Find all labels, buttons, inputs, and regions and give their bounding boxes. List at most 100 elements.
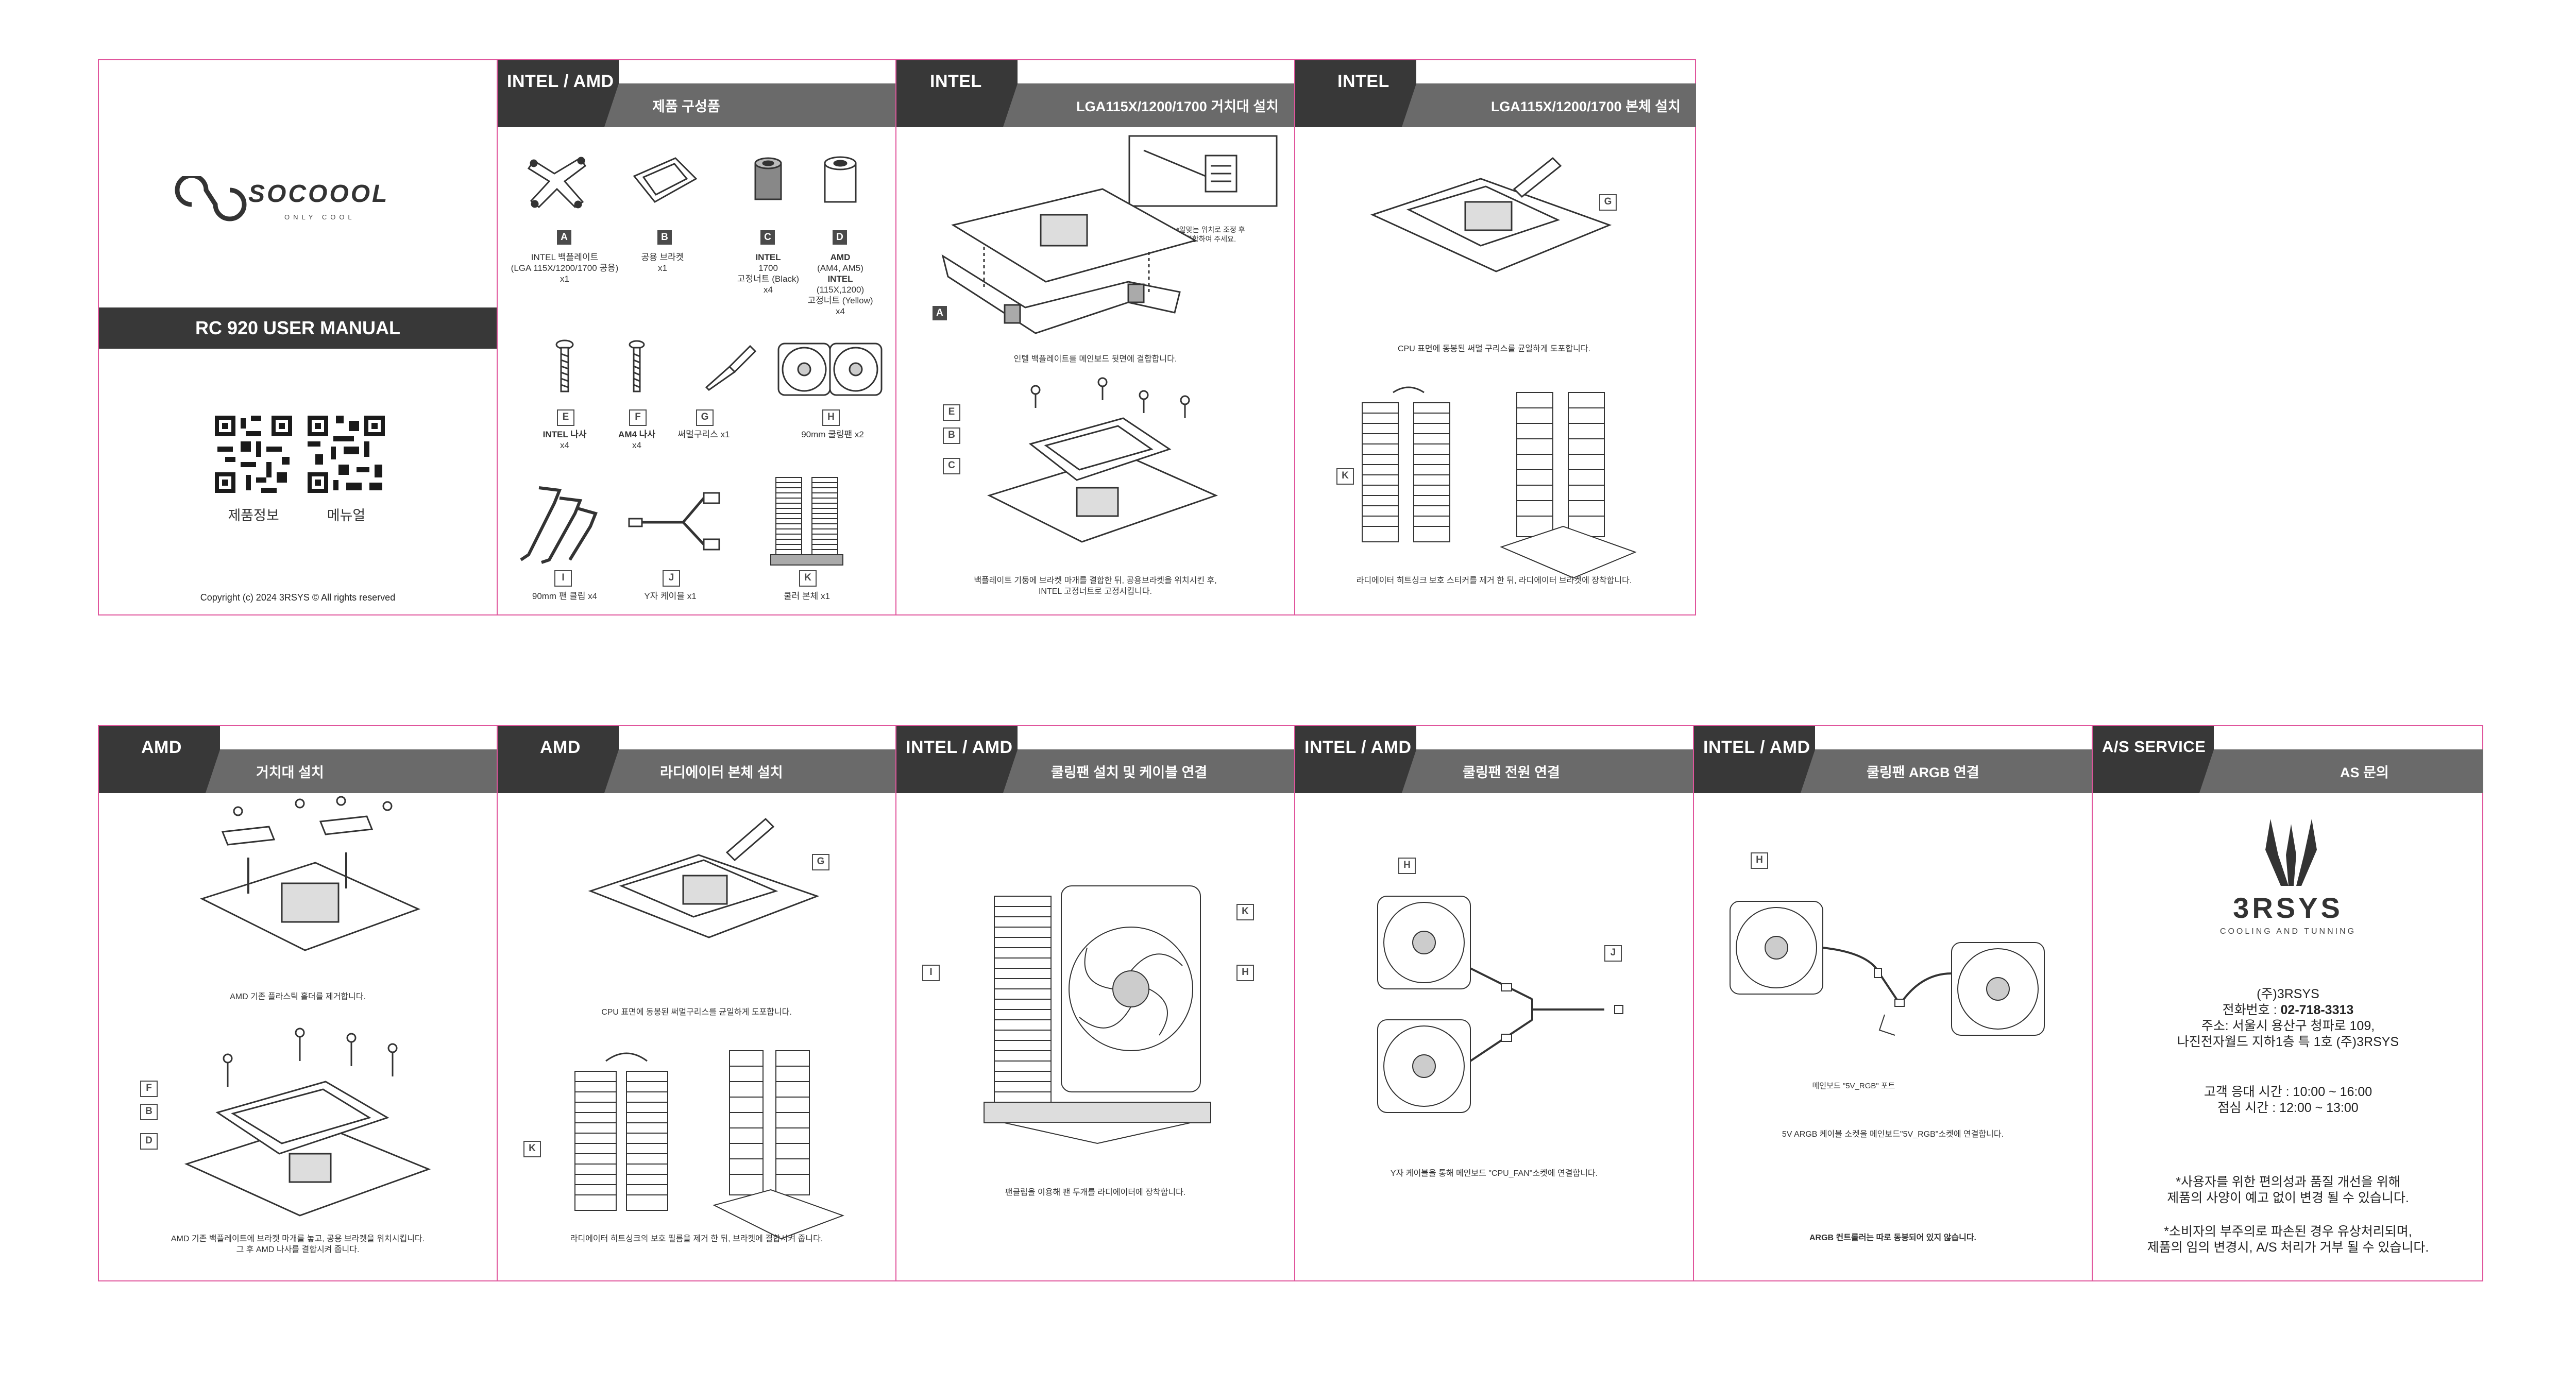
header-title: 제품 구성품 — [652, 99, 720, 114]
qr2-label: 메뉴얼 — [327, 508, 366, 523]
component-letter-f: F — [629, 409, 647, 426]
step-letter-c: C — [943, 458, 960, 474]
cooler-body-illustration — [770, 477, 843, 566]
amd-body-caption-2: 라디에이터 히트싱크의 보호 필름을 제거 한 뒤, 브라켓에 결합시켜 줍니다… — [570, 1235, 823, 1243]
brand-name: SOCOOOL — [248, 180, 389, 208]
manual-title: RC 920 USER MANUAL — [99, 307, 497, 349]
step-letter-h: H — [1398, 858, 1416, 874]
amd-holder-removal-illustration — [200, 796, 420, 951]
header-tag: INTEL / AMD — [906, 738, 1013, 757]
component-d-caption: AMD(AM4, AM5)INTEL(115X,1200)고정너트 (Yello… — [807, 252, 873, 316]
amd-body-caption-1: CPU 표면에 동봉된 써멀구리스를 균일하게 도포합니다. — [601, 1008, 792, 1017]
fan-argb-panel: INTEL / AMD 쿨링팬 ARGB 연결 H 메인보드 "5V_RGB" … — [1694, 726, 2092, 1280]
cover-panel: SOCOOOL ONLY COOL RC 920 USER MANUAL — [99, 60, 497, 614]
as-contact-info: (주)3RSYS 전화번호 : 02-718-3313 주소: 서울시 용산구 … — [2177, 987, 2399, 1049]
header-tag: INTEL — [1337, 72, 1389, 91]
intel-bracket-caption-1: 인텔 백플레이트를 메인보드 뒷면에 결합합니다. — [1013, 355, 1177, 364]
as-service-panel: A/S SERVICE AS 문의 3RSYS COOLING AND TUNN… — [2093, 726, 2483, 1280]
step-letter-d: D — [140, 1133, 158, 1150]
components-header: INTEL / AMD 제품 구성품 — [498, 60, 895, 127]
header-tag: A/S SERVICE — [2102, 738, 2206, 756]
header-title: 쿨링팬 전원 연결 — [1463, 765, 1560, 780]
step-letter-f: F — [140, 1081, 158, 1097]
step-letter-i: I — [922, 965, 940, 981]
intel-bracket-panel: INTEL LGA115X/1200/1700 거치대 설치 *알맞는 위치로 … — [896, 60, 1294, 614]
step-letter-h: H — [1236, 965, 1254, 981]
as-brand-name: 3RSYS — [2233, 892, 2343, 924]
component-j-caption: Y자 케이블 x1 — [644, 591, 697, 601]
common-bracket-illustration — [633, 157, 698, 203]
intel-nut-black-illustration — [754, 157, 782, 200]
step-letter-b: B — [140, 1104, 158, 1120]
component-letter-g: G — [696, 409, 714, 426]
component-g-caption: 써멀구리스 x1 — [677, 430, 730, 439]
step-letter-k: K — [1336, 468, 1354, 485]
step-letter-g: G — [812, 854, 829, 870]
header-title: 거치대 설치 — [256, 765, 324, 780]
fan-install-caption: 팬클립을 이용해 팬 두개를 라디에이터에 장착합니다. — [1005, 1188, 1186, 1197]
amd-body-panel: AMD 라디에이터 본체 설치 G CPU 표면에 동봉된 써멀구리스를 균일하… — [498, 726, 895, 1280]
header-tag: INTEL / AMD — [1703, 738, 1810, 757]
intel-body-caption-1: CPU 표면에 동봉된 써멀 구리스를 균일하게 도포합니다. — [1397, 345, 1591, 353]
component-letter-c: C — [760, 230, 775, 245]
header-tag: AMD — [540, 738, 581, 757]
header-title: LGA115X/1200/1700 거치대 설치 — [1076, 99, 1279, 114]
intel-bracket-detail-inset — [1128, 135, 1278, 207]
am4-screw-illustration — [629, 340, 645, 392]
y-cable-illustration — [628, 492, 720, 551]
fan-power-header: INTEL / AMD 쿨링팬 전원 연결 — [1295, 726, 1693, 793]
amd-body-header: AMD 라디에이터 본체 설치 — [498, 726, 895, 793]
header-title: LGA115X/1200/1700 본체 설치 — [1490, 99, 1681, 114]
component-a-caption: INTEL 백플레이트(LGA 115X/1200/1700 공용)x1 — [511, 252, 619, 284]
step-letter-a: A — [933, 306, 947, 320]
header-tag: INTEL — [930, 72, 982, 91]
header-tag: INTEL / AMD — [507, 72, 614, 91]
amd-thermal-paste-illustration — [588, 817, 820, 938]
qr-code-product-info[interactable] — [215, 416, 292, 493]
intel-bracket-mount-illustration — [987, 377, 1218, 543]
component-letter-d: D — [833, 230, 847, 245]
header-title: 쿨링팬 설치 및 케이블 연결 — [1051, 765, 1208, 780]
argb-port-label: 메인보드 "5V_RGB" 포트 — [1812, 1082, 1895, 1090]
step-letter-j: J — [1604, 945, 1622, 962]
intel-backplate-install-illustration — [941, 188, 1197, 334]
qr1-label: 제품정보 — [228, 508, 279, 523]
header-title: 쿨링팬 ARGB 연결 — [1867, 765, 1979, 780]
as-hours-info: 고객 응대 시간 : 10:00 ~ 16:00 점심 시간 : 12:00 ~… — [2204, 1085, 2372, 1115]
as-service-header: A/S SERVICE AS 문의 — [2093, 726, 2483, 793]
amd-intel-nut-yellow-illustration — [824, 156, 857, 203]
component-letter-k: K — [799, 570, 817, 587]
amd-bracket-mount-illustration — [184, 1028, 431, 1217]
brand-tagline: ONLY COOL — [284, 213, 355, 221]
intel-bracket-header: INTEL LGA115X/1200/1700 거치대 설치 — [896, 60, 1294, 127]
fan-install-panel: INTEL / AMD 쿨링팬 설치 및 케이블 연결 I K H 팬클립을 이… — [896, 726, 1294, 1280]
amd-bracket-panel: AMD 거치대 설치 AMD 기존 플라스틱 홀더를 제거합니다. F B — [99, 726, 497, 1280]
intel-body-panel: INTEL LGA115X/1200/1700 본체 설치 G CPU 표면에 … — [1295, 60, 1696, 614]
fan-install-header: INTEL / AMD 쿨링팬 설치 및 케이블 연결 — [896, 726, 1294, 793]
component-letter-i: I — [554, 570, 572, 587]
components-panel: INTEL / AMD 제품 구성품 A B C D INTEL 백플레이트(L… — [498, 60, 895, 614]
component-i-caption: 90mm 팬 클립 x4 — [532, 591, 598, 601]
step-letter-b: B — [943, 427, 960, 444]
component-letter-a: A — [557, 230, 571, 245]
manual-front-sheet: SOCOOOL ONLY COOL RC 920 USER MANUAL — [98, 59, 1696, 615]
socoool-logo — [175, 176, 247, 221]
component-letter-h: H — [822, 409, 840, 426]
header-tag: INTEL / AMD — [1304, 738, 1412, 757]
fan-power-caption: Y자 케이블을 통해 메인보드 "CPU_FAN"소켓에 연결합니다. — [1390, 1169, 1598, 1178]
fan-power-panel: INTEL / AMD 쿨링팬 전원 연결 H J Y자 케이블을 통해 메인보… — [1295, 726, 1693, 1280]
step-letter-k: K — [1236, 904, 1254, 920]
qr-code-manual[interactable] — [308, 416, 385, 493]
amd-cooler-mount-illustration — [574, 1050, 844, 1240]
intel-body-header: INTEL LGA115X/1200/1700 본체 설치 — [1295, 60, 1696, 127]
fan-clip-illustration — [520, 486, 598, 564]
amd-bracket-caption-2: AMD 기존 백플레이트에 브라켓 마개를 놓고, 공용 브라켓을 위치시킵니다… — [171, 1235, 425, 1254]
component-letter-j: J — [663, 570, 680, 587]
amd-bracket-header: AMD 거치대 설치 — [99, 726, 497, 793]
intel-body-caption-2: 라디에이터 히트싱크 보호 스티커를 제거 한 뒤, 라디에이터 브라켓에 장착… — [1356, 576, 1632, 585]
